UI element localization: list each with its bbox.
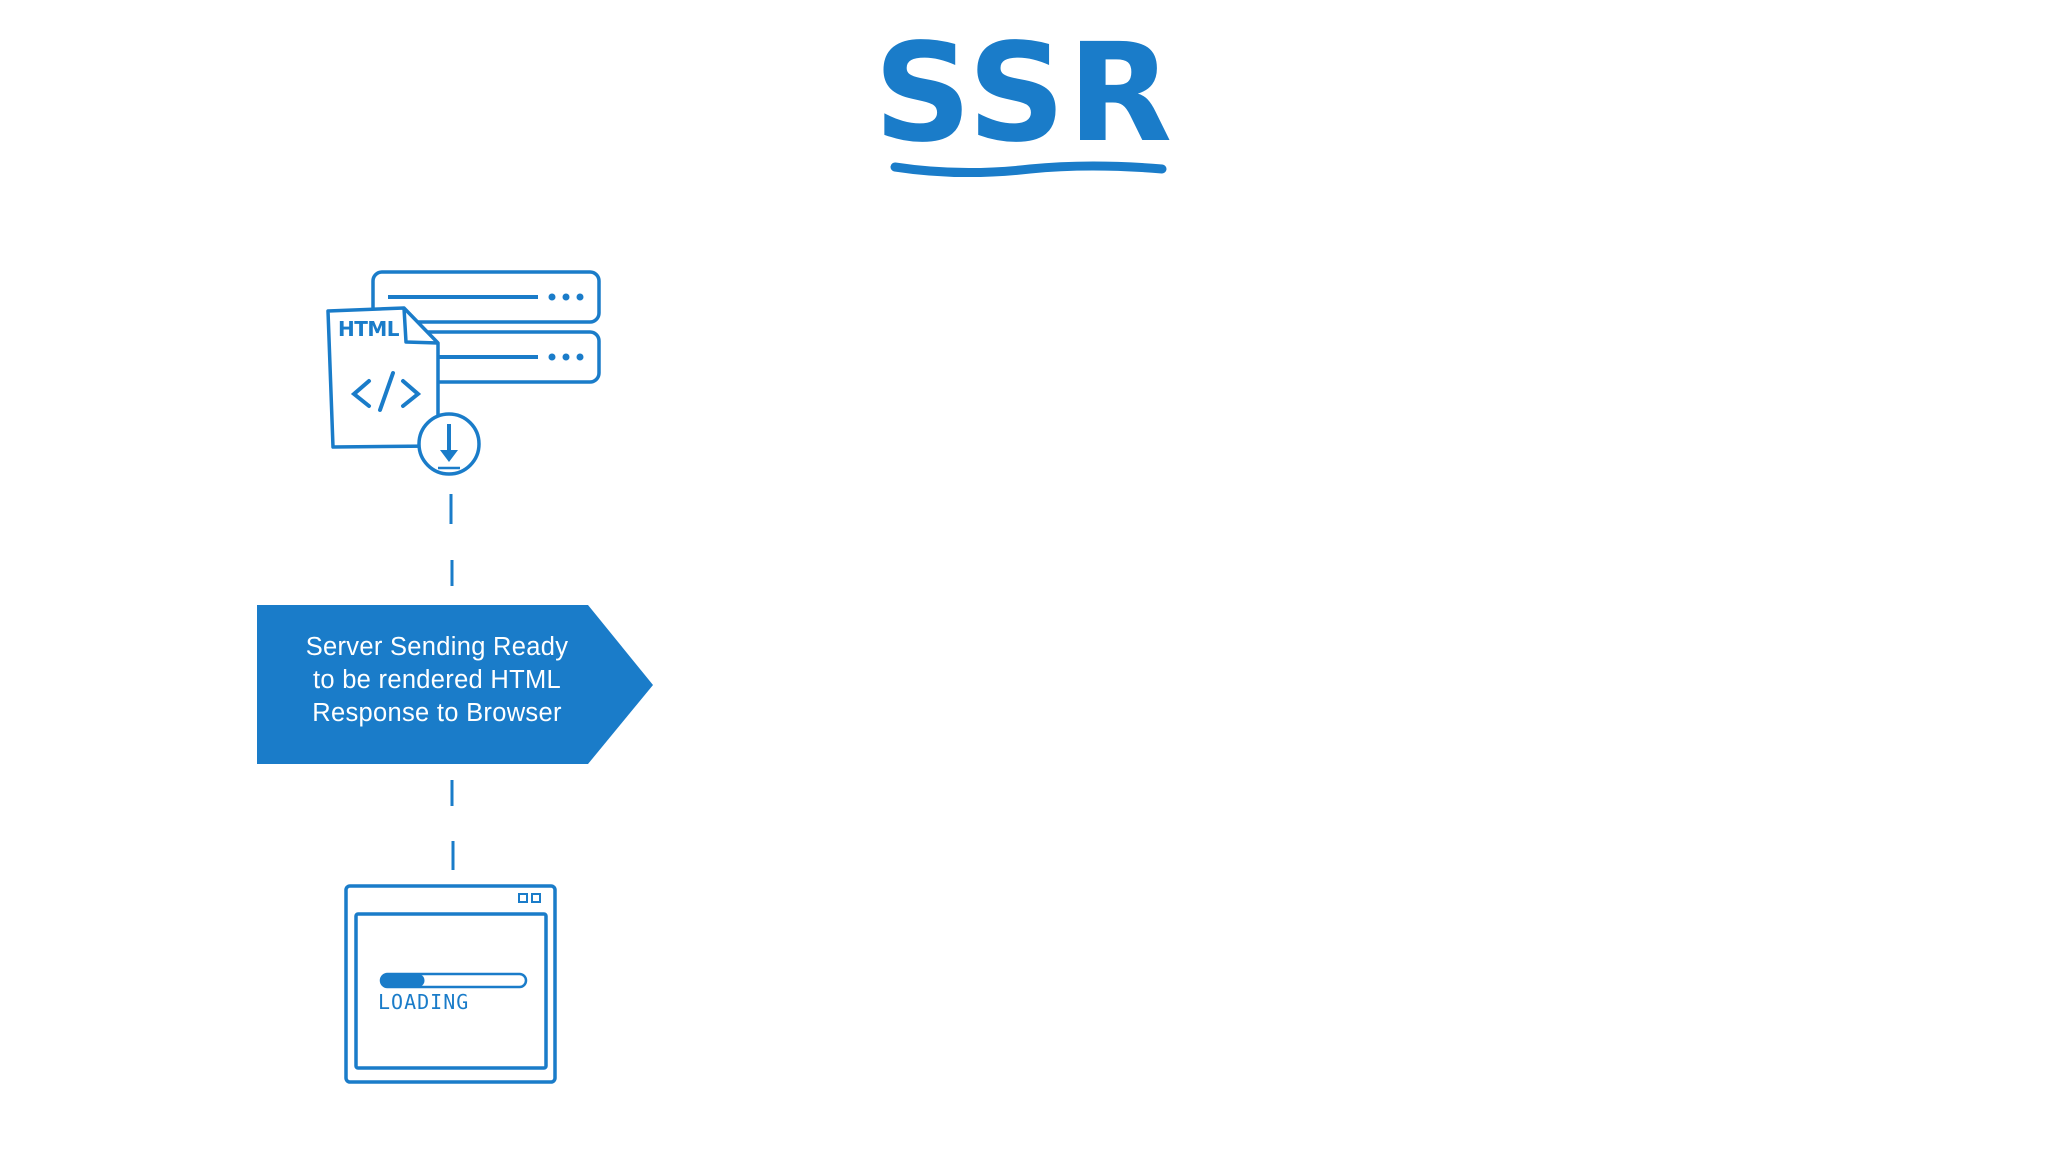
- connector-line-top: [449, 494, 454, 586]
- code-tag-icon: [350, 371, 422, 412]
- html-document-icon: [326, 306, 440, 449]
- connector-line-bottom: [450, 780, 455, 870]
- download-arrow-icon: [417, 412, 481, 476]
- title-underline: [890, 161, 1167, 178]
- loading-progress-bar: [379, 972, 528, 989]
- banner-line-1: Server Sending Ready: [305, 633, 569, 661]
- banner-text: Server Sending Ready to be rendered HTML…: [273, 631, 601, 730]
- loading-label: LOADING: [378, 990, 470, 1014]
- banner-line-3: Response to Browser: [312, 699, 562, 727]
- page-title: SSR: [873, 15, 1175, 173]
- html-document-label: HTML: [338, 317, 400, 341]
- server-response-banner: Server Sending Ready to be rendered HTML…: [257, 605, 653, 764]
- banner-arrow-shape: [257, 605, 653, 764]
- banner-line-2: to be rendered HTML: [312, 666, 562, 694]
